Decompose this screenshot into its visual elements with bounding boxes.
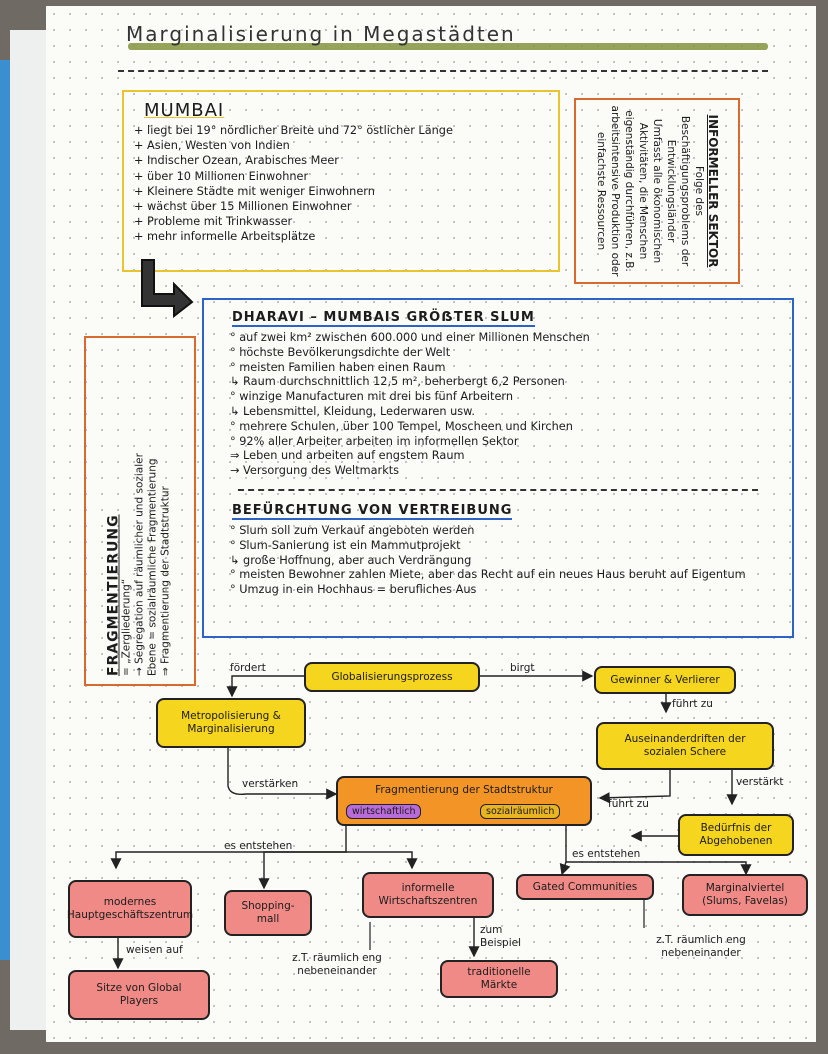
dharavi-heading: DHARAVI – MUMBAIS GRÖẞTER SLUM: [232, 310, 535, 327]
list-item: → Versorgung des Weltmarkts: [230, 464, 400, 478]
informeller-sektor-box: INFORMELLER SEKTOR Folge des Beschäftigu…: [574, 98, 740, 284]
dharavi-list: ° auf zwei km² zwischen 600.000 und eine…: [218, 331, 778, 479]
mumbai-heading: MUMBAI: [144, 100, 225, 121]
list-item: ° mehrere Schulen, über 100 Tempel, Mosc…: [230, 419, 573, 433]
list-item: ↳ Raum durchschnittlich 12,5 m², beherbe…: [230, 375, 565, 389]
label-fordert: fördert: [230, 662, 266, 674]
node-modernes-zentrum: modernes Hauptgeschäftszentrum: [67, 880, 193, 938]
list-item: + Probleme mit Trinkwasser: [134, 215, 293, 229]
label-zum-beispiel: zum Beispiel: [480, 924, 522, 949]
list-item: ↳ große Hoffnung, aber auch Verdrängung: [230, 553, 472, 567]
label-birgt: birgt: [510, 662, 535, 674]
node-globalisierung: Globalisierungsprozess: [304, 662, 480, 692]
list-item: + wächst über 15 Millionen Einwohner: [134, 200, 352, 214]
label-es-entstehen-2: es entstehen: [572, 848, 641, 860]
title-divider: [118, 70, 768, 72]
node-sitze-global-players: Sitze von Global Players: [68, 970, 210, 1020]
mumbai-box: MUMBAI + liegt bei 19° nördlicher Breite…: [122, 90, 560, 272]
notes-page: Marginalisierung in Megastädten MUMBAI +…: [46, 6, 816, 1042]
list-item: ° 92% aller Arbeiter arbeiten im informe…: [230, 434, 519, 448]
page-title: Marginalisierung in Megastädten: [126, 22, 516, 46]
list-item: + Indischer Ozean, Arabisches Meer: [134, 154, 339, 168]
title-highlight: [128, 43, 768, 50]
node-marginalviertel: Marginalviertel (Slums, Favelas): [682, 874, 808, 916]
dharavi-divider: [238, 488, 758, 491]
list-item: ° Slum soll zum Verkauf angeboten werden: [230, 523, 475, 537]
mumbai-list: + liegt bei 19° nördlicher Breite und 72…: [134, 123, 548, 245]
label-verstaerkt: verstärkt: [736, 776, 784, 788]
list-item: ⇒ Leben und arbeiten auf engstem Raum: [230, 449, 465, 463]
tag-sozialraeumlich: sozialräumlich: [480, 804, 561, 819]
node-traditionelle-maerkte: traditionelle Märkte: [440, 960, 558, 998]
list-item: + Kleinere Städte mit weniger Einwohnern: [134, 184, 375, 198]
list-item: ↳ Lebensmittel, Kleidung, Lederwaren usw…: [230, 404, 475, 418]
label-fuehrt-zu-2: führt zu: [608, 798, 649, 810]
arrow-down-right-icon: [141, 259, 194, 318]
label-fuehrt-zu-1: führt zu: [672, 698, 713, 710]
label-es-entstehen-1: es entstehen: [224, 840, 293, 852]
node-beduerfnis: Bedürfnis der Abgehobenen: [678, 814, 794, 856]
list-item: ° Umzug in ein Hochhaus = berufliches Au…: [230, 583, 477, 597]
dharavi-box: DHARAVI – MUMBAIS GRÖẞTER SLUM ° auf zwe…: [202, 298, 794, 638]
node-shopping-mall: Shopping-mall: [224, 890, 312, 936]
fragmentierung-box: FRAGMENTIERUNG = „Zergliederung“ → Segre…: [84, 336, 196, 686]
node-gated-communities: Gated Communities: [516, 874, 654, 900]
list-item: ° winzige Manufacturen mit drei bis fünf…: [230, 390, 514, 404]
list-item: + über 10 Millionen Einwohner: [134, 169, 309, 183]
label-zt-raeumlich-2: z.T. räumlich eng nebeneinander: [656, 934, 746, 959]
label-zt-raeumlich-1: z.T. räumlich eng nebeneinander: [292, 952, 382, 977]
label-weisen-auf: weisen auf: [126, 944, 183, 956]
tag-wirtschaftlich: wirtschaftlich: [346, 804, 422, 819]
node-gewinner-verlierer: Gewinner & Verlierer: [594, 666, 736, 694]
vertreibung-heading: BEFÜRCHTUNG VON VERTREIBUNG: [232, 502, 513, 520]
list-item: + mehr informelle Arbeitsplätze: [134, 230, 316, 244]
list-item: + liegt bei 19° nördlicher Breite und 72…: [134, 124, 453, 137]
list-item: ° meisten Familien haben einen Raum: [230, 360, 446, 374]
list-item: + Asien, Westen von Indien: [134, 139, 290, 153]
vertreibung-list: ° Slum soll zum Verkauf angeboten werden…: [218, 524, 778, 598]
list-item: ° Slum-Sanierung ist ein Mammutprojekt: [230, 538, 461, 552]
node-metropolisierung: Metropolisierung & Marginalisierung: [156, 698, 306, 748]
list-item: ° höchste Bevölkerungsdichte der Welt: [230, 345, 451, 359]
node-informelle-wirtschaftszentren: informelle Wirtschaftszentren: [362, 872, 494, 918]
label-verstaerken: verstärken: [242, 778, 299, 790]
list-item: ° meisten Bewohner zahlen Miete, aber da…: [230, 568, 746, 582]
node-auseinanderdriften: Auseinanderdriften der sozialen Schere: [596, 722, 774, 770]
list-item: ° auf zwei km² zwischen 600.000 und eine…: [230, 331, 590, 344]
diagram-connectors: [110, 670, 752, 970]
